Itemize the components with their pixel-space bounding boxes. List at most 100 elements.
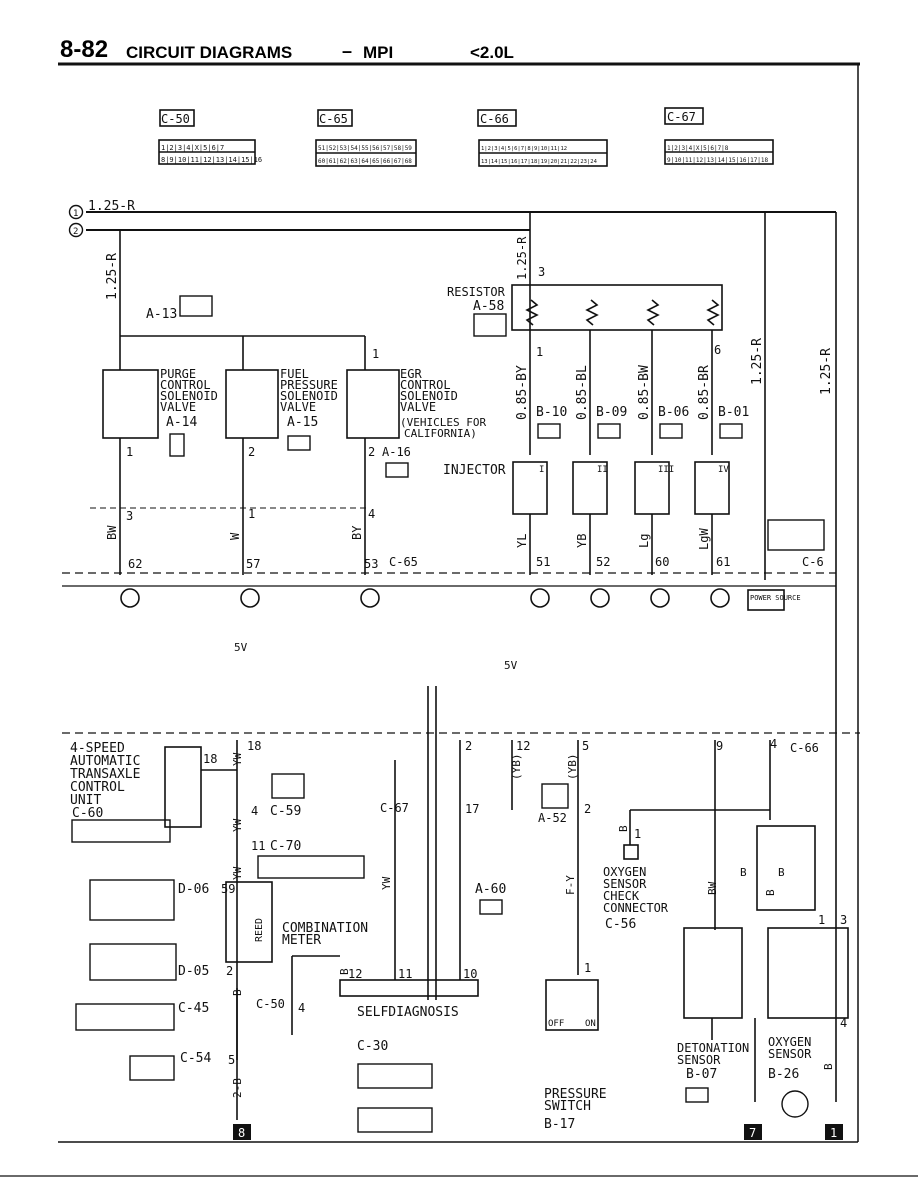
- wire-label: B: [740, 866, 747, 879]
- wire-label: B: [778, 866, 785, 879]
- wire-label: BW: [706, 881, 719, 895]
- o2check-text: CONNECTOR: [603, 901, 669, 915]
- solenoid-text: VALVE: [400, 400, 436, 414]
- wire-label: YW: [231, 752, 244, 766]
- solenoid-note: CALIFORNIA): [404, 427, 477, 440]
- pin: 4: [368, 507, 375, 521]
- pin: 2: [248, 445, 255, 459]
- page-title: CIRCUIT DIAGRAMS: [126, 43, 293, 62]
- pin: 3: [840, 913, 847, 927]
- switch-on: ON: [585, 1019, 596, 1029]
- conn-label: C-56: [605, 917, 636, 932]
- pin: 1: [818, 913, 825, 927]
- o2check-text: CHECK: [603, 889, 640, 903]
- solenoid-text: SOLENOID: [400, 389, 458, 403]
- tcu-text: AUTOMATIC: [70, 754, 140, 769]
- reed-label: REED: [254, 918, 265, 942]
- pswitch-text: SWITCH: [544, 1099, 591, 1114]
- conn-label: C-50: [256, 997, 285, 1011]
- solenoid-conn: A-14: [166, 415, 197, 430]
- injector-conn: B-06: [658, 405, 689, 420]
- wire-label: W: [228, 532, 242, 540]
- solenoid-text: EGR: [400, 367, 422, 381]
- ecu-pin: 53: [364, 557, 378, 571]
- solenoid-conn: A-16: [382, 445, 411, 459]
- det-text: DETONATION: [677, 1041, 749, 1055]
- injector-roman: III: [658, 465, 674, 475]
- conn-label: B-17: [544, 1117, 575, 1132]
- connector-pins: 8|9|10|11|12|13|14|15|16: [161, 156, 262, 164]
- ecu-pin: 62: [128, 557, 142, 571]
- ground-label: 1: [830, 1126, 837, 1140]
- conn-label: C-45: [178, 1001, 209, 1016]
- connector-label: C-50: [161, 112, 190, 126]
- tcu-text: TRANSAXLE: [70, 767, 140, 782]
- o2check-text: OXYGEN: [603, 865, 646, 879]
- solenoid-note: (VEHICLES FOR: [400, 416, 486, 429]
- solenoid-text: VALVE: [160, 400, 196, 414]
- wire-label: 1.25-R: [105, 253, 120, 300]
- ecu-pin: 61: [716, 555, 730, 569]
- pin: 12: [348, 967, 362, 981]
- pin: 1: [634, 827, 641, 841]
- ecu-pin: 57: [246, 557, 260, 571]
- bus-node-1: 1: [73, 209, 78, 219]
- wire-label: LgW: [697, 528, 711, 550]
- wire-label: 1.25-R: [819, 348, 834, 395]
- pin: 2: [226, 964, 233, 978]
- connector-pins: 9|10|11|12|13|14|15|16|17|18: [667, 157, 769, 164]
- tcu-text: CONTROL: [70, 780, 125, 795]
- pin: 12: [516, 739, 530, 753]
- pin: 1: [372, 347, 379, 361]
- wire-label: 0.85-BW: [637, 365, 652, 420]
- pin: 11: [251, 839, 265, 853]
- o2-text: SENSOR: [768, 1047, 812, 1061]
- pin: 9: [716, 739, 723, 753]
- connector-pins: 1|2|3|4|X|5|6|7|8: [667, 145, 729, 152]
- pin: 18: [247, 739, 261, 753]
- ecu-pin: 51: [536, 555, 550, 569]
- injector-conn: B-10: [536, 405, 567, 420]
- conn-label: C-70: [270, 839, 301, 854]
- pin: 4: [298, 1001, 305, 1015]
- conn-label: D-05: [178, 964, 209, 979]
- pin: 2: [368, 445, 375, 459]
- wire-label: YW: [380, 876, 393, 890]
- wire-label: 1.25-R: [750, 338, 765, 385]
- conn-label: B-26: [768, 1067, 799, 1082]
- ground-label: 8: [238, 1126, 245, 1140]
- engine-label: <2.0L: [470, 43, 514, 62]
- resistor-conn: A-58: [473, 299, 504, 314]
- wire-label: 1.25-R: [88, 199, 135, 214]
- ecu-pin: 60: [655, 555, 669, 569]
- voltage-label: 5V: [234, 641, 248, 654]
- ground-label: 7: [749, 1126, 756, 1140]
- wire-label: B: [231, 989, 244, 996]
- wire-label: 2-B: [231, 1078, 244, 1098]
- pin: 3: [538, 265, 545, 279]
- title-dash: –: [342, 41, 353, 61]
- conn-label: B-07: [686, 1067, 717, 1082]
- pin: 1: [584, 961, 591, 975]
- wire-label: (YB): [566, 754, 579, 781]
- pin: 5: [228, 1053, 235, 1067]
- pin: 17: [465, 802, 479, 816]
- pin: 2: [465, 739, 472, 753]
- pin: 59: [221, 882, 235, 896]
- selfdiag-label: SELFDIAGNOSIS: [357, 1005, 459, 1020]
- ecu-pin: 52: [596, 555, 610, 569]
- conn-label: C-54: [180, 1051, 211, 1066]
- pin: 2: [584, 802, 591, 816]
- pin: 11: [398, 967, 412, 981]
- bus-node-2: 2: [73, 227, 78, 237]
- connector-label: C-65: [319, 112, 348, 126]
- injector-roman: II: [597, 465, 608, 475]
- wire-label: YW: [231, 818, 244, 832]
- wire-label: YW: [231, 866, 244, 880]
- connector-pins: 1|2|3|4|5|6|7|8|9|10|11|12: [481, 146, 567, 152]
- solenoid-text: CONTROL: [160, 378, 211, 392]
- pin: 5: [582, 739, 589, 753]
- solenoid-text: SOLENOID: [160, 389, 218, 403]
- a13-label: A-13: [146, 307, 177, 322]
